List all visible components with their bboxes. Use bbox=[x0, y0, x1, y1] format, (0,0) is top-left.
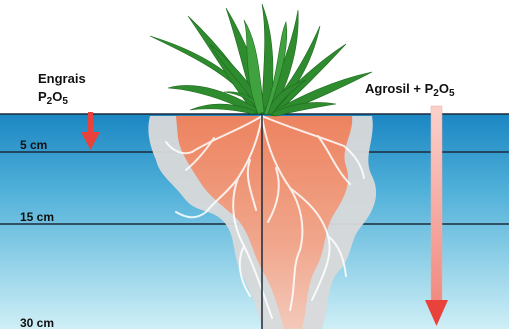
depth-label-5cm: 5 cm bbox=[20, 138, 47, 152]
left-fertilizer-label: Engrais P2O5 bbox=[38, 70, 86, 111]
left-label-line1: Engrais bbox=[38, 70, 86, 88]
depth-label-15cm: 15 cm bbox=[20, 210, 54, 224]
depth-label-30cm: 30 cm bbox=[20, 316, 54, 329]
right-agrosil-label: Agrosil + P2O5 bbox=[365, 80, 455, 103]
left-label-line2: P2O5 bbox=[38, 88, 86, 111]
